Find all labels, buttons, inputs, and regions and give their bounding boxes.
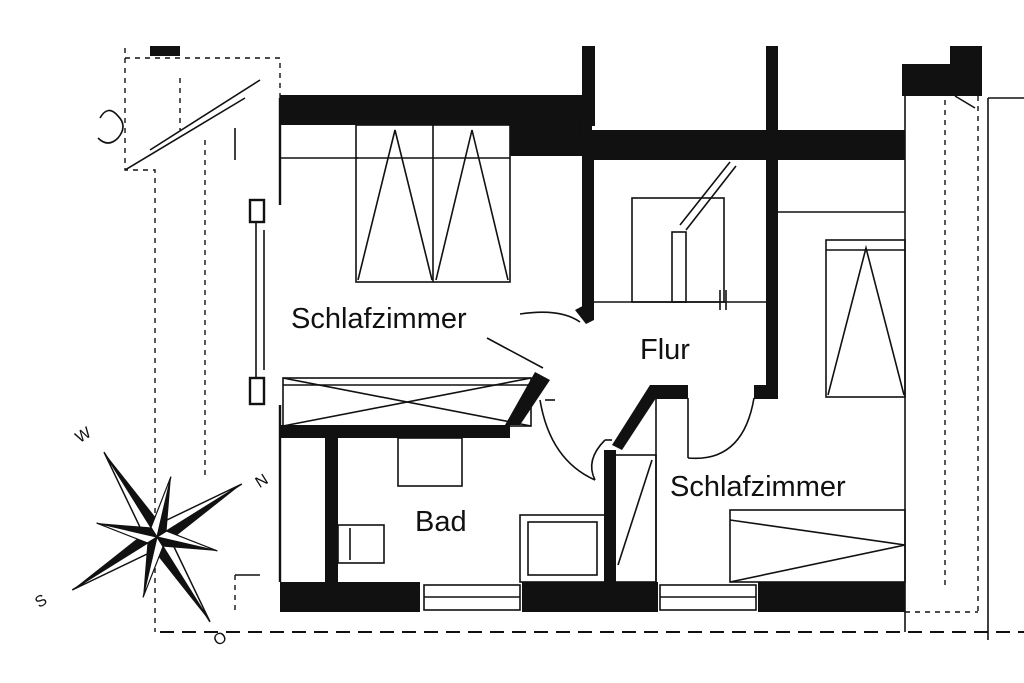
bottom-windows xyxy=(423,584,757,611)
walls xyxy=(280,46,905,612)
leader-line-bottom xyxy=(486,337,544,369)
compass-letter-north: N xyxy=(253,471,272,492)
left-exterior-outline xyxy=(97,46,281,632)
wardrobe-left xyxy=(355,124,511,283)
bed-left xyxy=(282,377,532,427)
leader-line-top xyxy=(519,311,581,323)
closet-right-of-bath xyxy=(613,399,657,583)
compass-rose xyxy=(71,451,243,623)
hall-doors xyxy=(505,300,755,481)
room-label-flur: Flur xyxy=(640,334,690,366)
bathroom-fixtures xyxy=(337,437,606,583)
compass-letter-south: S xyxy=(32,592,50,612)
left-bedroom-outer-wall xyxy=(248,98,581,582)
room-label-schlafzimmer-left: Schlafzimmer xyxy=(291,303,467,335)
right-bedroom-furniture xyxy=(729,211,906,583)
right-exterior-outline xyxy=(902,46,1024,640)
compass-letter-west: W xyxy=(73,424,96,447)
room-label-schlafzimmer-right: Schlafzimmer xyxy=(670,471,846,503)
room-label-bad: Bad xyxy=(415,506,467,538)
hall-stair xyxy=(594,161,766,310)
